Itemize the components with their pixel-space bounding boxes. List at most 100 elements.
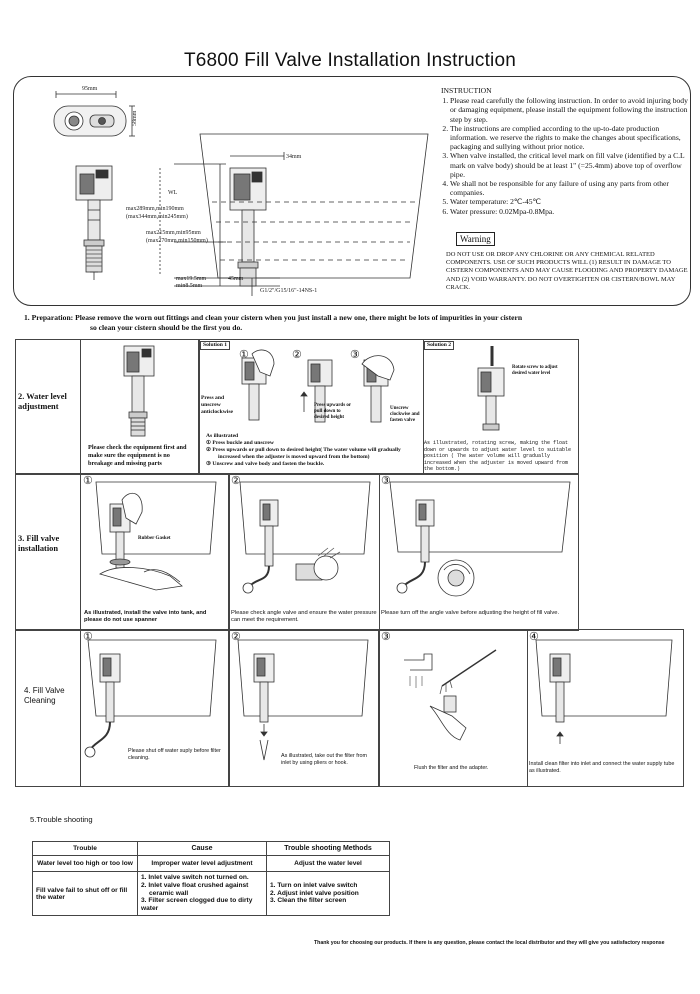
unscrew-clockwise-note: Unscrew clockwise and fasten valve [390, 406, 420, 423]
valve-dimension-drawing: 95mm 58mm WL max289mm,min190mm (max344mm… [53, 86, 429, 296]
water-level-left-caption: Please check the equipment first and mak… [88, 444, 187, 467]
dim-height: 58mm [132, 110, 138, 126]
step-marker-1: ① [239, 349, 249, 361]
instruction-block: INSTRUCTION Please read carefully the fo… [441, 86, 689, 216]
valve-figure [123, 345, 155, 437]
cleaning-num: 4. [24, 686, 31, 695]
cleaning-step1 [80, 629, 230, 787]
cleaning-caption-4: Install clean filter into inlet and conn… [529, 761, 675, 774]
fill-valve-step3-figure [389, 481, 571, 597]
step-marker-1: ① [83, 631, 93, 643]
preparation-note: 1. Preparation: Please remove the worn o… [24, 313, 684, 332]
rotate-screw-note: Rotate screw to adjust desired water lev… [512, 365, 558, 376]
water-level-label: 2. Water level adjustment [18, 392, 78, 412]
method-line: 3. Clean the filter screen [270, 897, 347, 905]
dim-width: 95mm [82, 86, 98, 92]
cause-line: 2. Inlet valve float crushed against [141, 881, 249, 889]
press-unscrew-note: Press and unscrew anticlockwise [201, 395, 234, 415]
dim-max2b: (max270mm,min150mm) [146, 237, 208, 244]
preparation-line-1: 1. Preparation: Please remove the worn o… [24, 313, 523, 322]
instruction-heading: INSTRUCTION [441, 86, 492, 95]
dim-max3: max19.5mm [176, 276, 206, 282]
warning-label: Warning [456, 232, 495, 246]
method-cell: 1. Turn on inlet valve switch 2. Adjust … [266, 871, 390, 916]
instruction-item: We shall not be responsible for any fail… [450, 179, 689, 197]
solution2-figure [477, 346, 505, 431]
method-line: 2. Adjust inlet valve position [270, 889, 359, 897]
instruction-item: Please read carefully the following inst… [450, 96, 689, 124]
cleaning-step2-figure [237, 639, 369, 761]
dim-45: 45mm [228, 276, 244, 282]
dim-wl: WL [168, 190, 178, 196]
method-cell: Adjust the water level [266, 855, 390, 872]
instruction-item: Water pressure: 0.02Mpa-0.8Mpa. [450, 207, 689, 216]
cleaning-title: Fill Valve Cleaning [24, 686, 65, 705]
cause-line: 1. Inlet valve switch not turned on. [141, 874, 249, 881]
press-upwards-note: Press upwards or pull down to desired he… [314, 403, 352, 420]
preparation-line-2: so clean your cistern should be the firs… [90, 322, 243, 332]
spec-panel [13, 76, 691, 306]
solution1-cell [198, 339, 424, 475]
cause-cell: Improper water level adjustment [137, 855, 267, 872]
instruction-item: When valve installed, the critical level… [450, 151, 689, 179]
as-illustrated: As illustrated [206, 433, 239, 439]
step-line: ② Press upwards or pull down to desired … [206, 447, 401, 453]
instruction-item: Water temperature: 2℃-45℃ [450, 197, 689, 206]
fill-valve-step1 [80, 473, 230, 631]
trouble-cell: Fill valve fail to shut off or fill the … [32, 871, 138, 916]
step-marker-2: ② [292, 349, 302, 361]
dim-thread: G1/2"/G15/16"-14NS-1 [260, 288, 317, 294]
cleaning-step4-figure [535, 639, 673, 744]
step-line: increased when the adjuster is moved upw… [218, 454, 370, 460]
fill-valve-caption-1: As illustrated, install the valve into t… [84, 610, 207, 623]
page-title: T6800 Fill Valve Installation Instructio… [183, 50, 517, 71]
cleaning-step2 [228, 629, 380, 787]
water-level-num: 2. [18, 392, 25, 401]
water-level-title: Water level adjustment [18, 392, 67, 411]
trouble-table: Trouble Cause Trouble shooting Methods W… [32, 841, 390, 916]
cleaning-step3-figure [404, 649, 497, 741]
fill-valve-title: Fill valve installation [18, 534, 60, 553]
fill-valve-label: 3. Fill valve installation [18, 534, 78, 554]
step-marker-4: ④ [529, 631, 539, 643]
solution1-steps-figure [241, 349, 395, 423]
cause-header: Cause [137, 841, 267, 856]
water-level-left-cell [80, 339, 200, 475]
trouble-heading: 5.Trouble shooting [30, 815, 93, 824]
cause-cell: 1. Inlet valve switch not turned on. 2. … [137, 871, 267, 916]
trouble-cell: Water level too high or too low [32, 855, 138, 872]
step-line: ① Press buckle and unscrew [206, 440, 274, 446]
step-marker-2: ② [231, 475, 241, 487]
dim-top: 34mm [286, 154, 302, 160]
solution1-label: Solution 1 [200, 341, 231, 350]
step-line: ③ Unscrew and valve body and fasten the … [206, 461, 325, 467]
rubber-gasket-label: Rubber Gasket [138, 536, 171, 541]
method-line: 1. Turn on inlet valve switch [270, 881, 358, 889]
warning-text: DO NOT USE OR DROP ANY CHLORINE OR ANY C… [446, 251, 688, 291]
cleaning-label: 4. Fill Valve Cleaning [24, 686, 76, 706]
fill-valve-caption-3: Please turn off the angle valve before a… [381, 610, 560, 616]
solution2-text: As illustrated, rotating screw, making t… [424, 440, 572, 473]
fill-valve-num: 3. [18, 534, 25, 543]
fill-valve-step2 [228, 473, 380, 631]
cause-line: 3. Filter screen clogged due to dirty wa… [141, 897, 253, 913]
method-header: Trouble shooting Methods [266, 841, 390, 856]
footer-note: Thank you for choosing our products. If … [314, 940, 665, 946]
step-marker-3: ③ [350, 349, 360, 361]
step-marker-3: ③ [381, 631, 391, 643]
instruction-item: The instructions are complied according … [450, 124, 689, 152]
fill-valve-step2-figure [239, 481, 371, 594]
dim-max1: max289mm,min190mm [126, 206, 184, 212]
step-marker-2: ② [231, 631, 241, 643]
trouble-header: Trouble [32, 841, 138, 856]
step-marker-3: ③ [381, 475, 391, 487]
fill-valve-caption-2: Please check angle valve and ensure the … [231, 610, 377, 623]
solution2-label: Solution 2 [424, 341, 455, 350]
cleaning-step1-figure [84, 639, 217, 758]
solution1-steps: As illustrated ① Press buckle and unscre… [206, 433, 420, 468]
dim-max1b: (max344mm,min245mm) [126, 213, 188, 220]
cleaning-caption-2: As illustrated, take out the filter from… [281, 753, 367, 766]
cleaning-caption-3: Flush the filter and the adapter. [414, 765, 489, 771]
fill-valve-step1-figure [95, 481, 217, 591]
dim-max2: max215mm,min95mm [146, 230, 201, 236]
